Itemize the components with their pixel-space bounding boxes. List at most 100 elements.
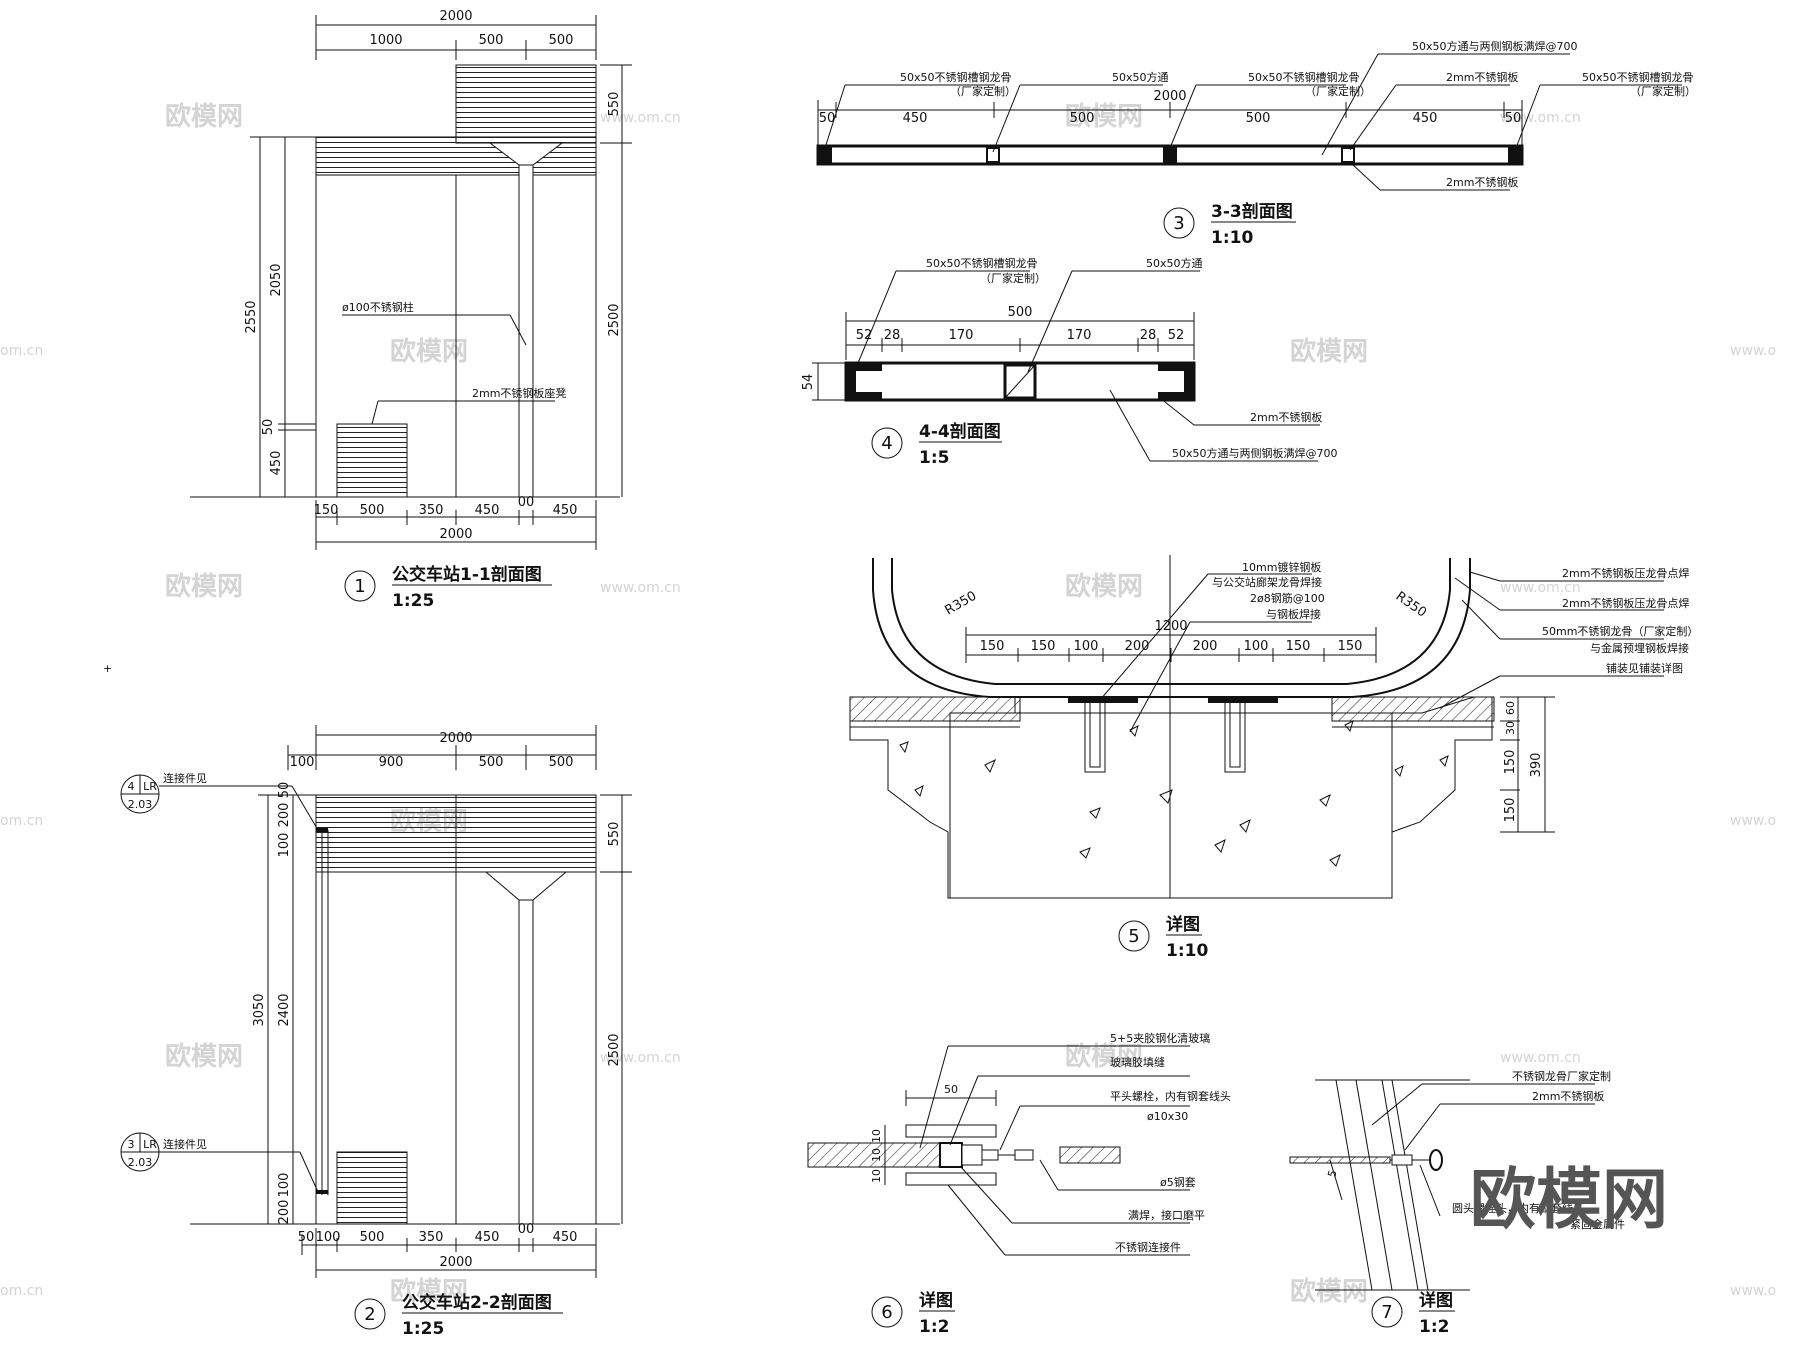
view6-number: 6 [881, 1302, 892, 1323]
view2-number: 2 [364, 1304, 375, 1325]
view4-label: 50x50方通与两侧钢板满焊@700 [1172, 446, 1338, 460]
view3-label: （厂家定制） [950, 84, 1016, 98]
dim-label: 450 [475, 1230, 500, 1245]
dim-label: 150 [1503, 750, 1518, 775]
stray-mark: + [103, 662, 112, 675]
view5-number-circle [1118, 920, 1150, 952]
dim-label: 54 [801, 374, 816, 391]
view7-label: 2mm不锈钢板 [1532, 1089, 1604, 1103]
view3-number-circle [1163, 207, 1195, 239]
view3-scale: 1:10 [1211, 228, 1253, 248]
view5-pavement-left [849, 696, 1021, 722]
view6-detail: 50 10 10 10 5+5夹胶钢化清玻璃 玻璃胶填缝 平头螺栓，内有钢套线头… [807, 1031, 1231, 1337]
dim-label: 500 [360, 1230, 385, 1245]
view5-label: 10mm镀锌钢板 [1242, 560, 1321, 574]
view2-callout-b: 3 LR 2.03 连接件见 [120, 1132, 319, 1193]
view5-number: 5 [1128, 926, 1139, 947]
dim-label: 2000 [439, 731, 472, 746]
view5-radius-left: R350 [943, 589, 980, 619]
brand-watermark: 欧模网 [1470, 1161, 1668, 1238]
watermark-brand: 欧模网 [165, 101, 243, 132]
view5-radius-right: R350 [1393, 589, 1429, 621]
dim-label: 10 [870, 1129, 883, 1143]
view3-label: 50x50不锈钢槽钢龙骨 [1582, 71, 1694, 84]
dim-label: 50 [277, 782, 292, 799]
dim-label: 200 [277, 803, 292, 828]
callout-sheet: 2.03 [128, 798, 153, 811]
dim-label: 100 [1244, 639, 1269, 654]
watermark-url: www.om.cn [600, 1050, 681, 1066]
dim-label: 50 [819, 111, 836, 126]
view3-label: 2mm不锈钢板 [1446, 175, 1518, 189]
dim-label: 50 [1505, 111, 1522, 126]
view5-label: 50mm不锈钢龙骨（厂家定制） [1542, 624, 1698, 638]
view3-label: 50x50不锈钢槽钢龙骨 [900, 71, 1012, 84]
view1-scale: 1:25 [392, 591, 434, 611]
view2-title: 公交车站2-2剖面图 [402, 1292, 552, 1313]
view5-steel-plate [1208, 697, 1278, 703]
view2-dim-bottom: 50 100 500 350 450 00 450 2000 [298, 1222, 597, 1278]
view1-dim-bottom: 150 500 350 450 00 450 2000 [314, 495, 597, 550]
view1-title: 公交车站1-1剖面图 [392, 564, 542, 585]
dim-label: 450 [269, 451, 284, 476]
view6-scale: 1:2 [919, 1317, 949, 1337]
dim-label: 2000 [1153, 89, 1186, 104]
view4-label: 50x50方通 [1146, 256, 1203, 270]
callout-sheet: 2.03 [128, 1156, 153, 1169]
view6-label: 玻璃胶填缝 [1110, 1055, 1165, 1069]
dim-label: 1200 [1154, 619, 1187, 634]
view6-title: 详图 [919, 1290, 953, 1311]
view7-number-circle [1371, 1296, 1403, 1328]
callout-code: LR [143, 780, 157, 793]
view1-dim-top: 2000 1000 500 500 [315, 9, 597, 60]
view5-pavement-right [1331, 696, 1495, 722]
callout-num: 3 [128, 1138, 135, 1151]
view2-scale: 1:25 [402, 1319, 444, 1339]
view5-label: 2ø8钢筋@100 [1250, 591, 1325, 605]
watermark-url: om.cn [0, 343, 43, 359]
dim-label: 500 [479, 755, 504, 770]
watermark-url: www.om.cn [600, 110, 681, 126]
dim-label: 52 [1168, 328, 1185, 343]
watermark-url: www.om.cn [600, 580, 681, 596]
dim-label: 2550 [244, 300, 259, 333]
view6-label: 5+5夹胶钢化清玻璃 [1110, 1031, 1210, 1045]
watermark-brand: 欧模网 [165, 571, 243, 602]
dim-label: 150 [1286, 639, 1311, 654]
view2-dim-right: 550 2500 [600, 794, 632, 1224]
view6-label: ø5钢套 [1160, 1176, 1196, 1189]
watermark-brand: 欧模网 [165, 1041, 243, 1072]
dim-label: 170 [949, 328, 974, 343]
view4-label: 2mm不锈钢板 [1250, 410, 1322, 424]
dim-label: 100 [277, 833, 292, 858]
view6-label: 平头螺栓，内有钢套线头 [1110, 1089, 1231, 1103]
view1-section-1-1: 2000 1000 500 500 ø100不锈钢柱 2mm不锈钢板座凳 [190, 9, 632, 611]
view1-number: 1 [354, 576, 365, 597]
view1-seat-label: 2mm不锈钢板座凳 [472, 386, 566, 400]
watermark-brand: 欧模网 [1065, 571, 1143, 602]
dim-label: 150 [1503, 798, 1518, 823]
callout-text: 连接件见 [163, 1138, 207, 1151]
dim-label: 00 [518, 1222, 535, 1237]
view7-detail: 5 不锈钢龙骨厂家定制 2mm不锈钢板 圆头螺栓头，内有钢套线头 紧固金属件 7… [1289, 1069, 1625, 1337]
dim-label: 450 [1413, 111, 1438, 126]
dim-label: 50 [944, 1083, 958, 1096]
view1-seat [336, 423, 408, 498]
dim-label: 100 [290, 755, 315, 770]
callout-code: LR [143, 1138, 157, 1151]
dim-label: 2000 [439, 527, 472, 542]
view1-dim-right: 550 2500 [600, 64, 632, 497]
dim-label: 2400 [277, 993, 292, 1026]
dim-label: 550 [607, 92, 622, 117]
view1-dim-left: 2550 2050 50 450 [244, 136, 316, 497]
dim-label: 30 [1504, 721, 1517, 735]
dim-label: 10 [870, 1148, 883, 1162]
dim-label: 500 [479, 33, 504, 48]
view5-steel-plate [1068, 697, 1138, 703]
dim-label: 28 [884, 328, 901, 343]
dim-label: 150 [1031, 639, 1056, 654]
view5-concrete-base [949, 712, 1393, 899]
dim-label: 2050 [269, 263, 284, 296]
dim-label: 28 [1140, 328, 1157, 343]
